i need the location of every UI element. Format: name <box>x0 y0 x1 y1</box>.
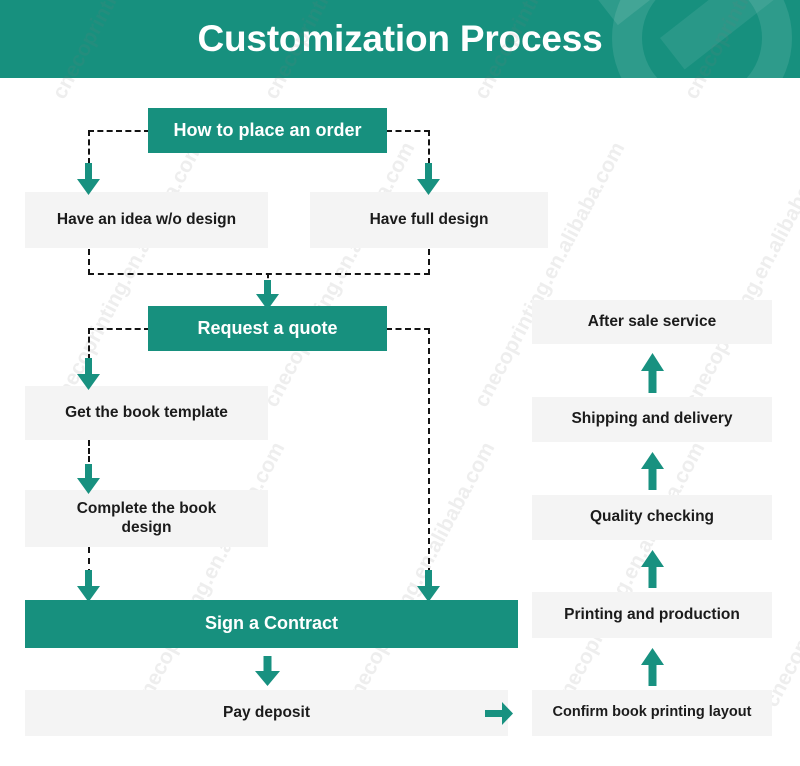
arrow-down-icon <box>256 280 279 310</box>
edge-quote-to-contract-rail <box>428 328 430 574</box>
node-sign-a-contract[interactable]: Sign a Contract <box>25 600 518 648</box>
edge-order-to-left-drop <box>88 130 90 164</box>
node-label: Get the book template <box>65 403 228 421</box>
arrow-down-icon <box>77 570 100 602</box>
node-label: Complete the book design <box>76 499 217 536</box>
watermark-text: cnecoprinting.en.alibaba.com <box>680 138 800 411</box>
node-quality-checking[interactable]: Quality checking <box>532 495 772 540</box>
node-label: After sale service <box>587 312 717 330</box>
header-banner: Customization Process <box>0 0 800 78</box>
arrow-up-icon <box>641 648 664 686</box>
edge-quote-to-left <box>88 328 150 330</box>
node-label: Sign a Contract <box>204 613 338 634</box>
node-shipping-and-delivery[interactable]: Shipping and delivery <box>532 397 772 442</box>
node-label: Printing and production <box>564 605 740 623</box>
node-label: Have full design <box>369 210 489 228</box>
node-how-to-place-an-order[interactable]: How to place an order <box>148 108 387 153</box>
arrow-down-icon <box>255 656 280 686</box>
node-label: Have an idea w/o design <box>56 210 237 228</box>
watermark-text: cnecoprinting.en.alibaba.com <box>470 138 630 411</box>
edge-template-to-design <box>88 440 90 470</box>
node-label: Shipping and delivery <box>571 410 733 428</box>
arrow-down-icon <box>77 464 100 494</box>
node-have-full-design[interactable]: Have full design <box>310 192 548 248</box>
arrow-up-icon <box>641 452 664 490</box>
edge-left-branch-down <box>88 249 90 275</box>
node-confirm-book-printing-layout[interactable]: Confirm book printing layout <box>532 690 772 736</box>
edge-order-to-right <box>386 130 430 132</box>
watermark-text: cnecoprinting.en.alibaba.com <box>760 438 800 711</box>
edge-order-to-right-drop <box>428 130 430 164</box>
node-complete-the-book-design[interactable]: Complete the book design <box>25 490 268 547</box>
node-have-an-idea-wo-design[interactable]: Have an idea w/o design <box>25 192 268 248</box>
edge-quote-to-contract <box>386 328 430 330</box>
node-get-the-book-template[interactable]: Get the book template <box>25 386 268 440</box>
edge-quote-to-left-drop <box>88 328 90 360</box>
node-printing-and-production[interactable]: Printing and production <box>532 592 772 638</box>
edge-design-to-contract <box>88 547 90 575</box>
node-label: Request a quote <box>197 317 338 338</box>
node-after-sale-service[interactable]: After sale service <box>532 300 772 344</box>
arrow-down-icon <box>417 163 440 195</box>
node-label: Quality checking <box>589 508 715 526</box>
watermark-text: cnecoprinting.en.alibaba.com <box>550 438 710 711</box>
arrow-up-icon <box>641 550 664 588</box>
edge-branch-merge-spine <box>88 273 430 275</box>
arrow-down-icon <box>77 163 100 195</box>
arrow-down-icon <box>417 570 440 602</box>
arrow-down-icon <box>77 358 100 390</box>
page-title: Customization Process <box>197 18 603 59</box>
node-request-a-quote[interactable]: Request a quote <box>148 306 387 351</box>
node-label: Pay deposit <box>223 703 310 721</box>
edge-order-to-left <box>88 130 150 132</box>
arrow-right-icon <box>485 702 513 725</box>
node-label: Confirm book printing layout <box>552 704 752 721</box>
node-label: How to place an order <box>173 119 362 140</box>
node-pay-deposit[interactable]: Pay deposit <box>25 690 508 736</box>
arrow-up-icon <box>641 353 664 393</box>
edge-right-branch-down <box>428 249 430 275</box>
